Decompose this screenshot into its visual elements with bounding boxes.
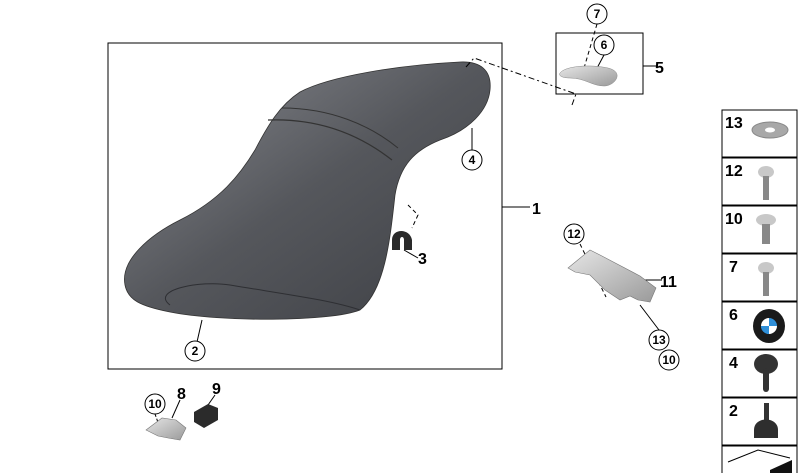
- pad-image: [194, 404, 218, 428]
- small-bracket-image: [145, 417, 187, 441]
- svg-text:6: 6: [729, 307, 738, 324]
- emblem-holder-image: [559, 65, 618, 87]
- callout-1[interactable]: 1: [532, 201, 541, 218]
- callout-7[interactable]: 7: [586, 3, 608, 25]
- part-tile-7[interactable]: 7: [721, 253, 798, 302]
- svg-text:10: 10: [725, 211, 743, 228]
- bmw-badge-icon: [753, 309, 785, 343]
- callout-12[interactable]: 12: [563, 223, 585, 245]
- svg-text:4: 4: [469, 153, 476, 167]
- rubber-buffer-icon: [754, 403, 778, 438]
- bracket-image: [567, 249, 657, 303]
- svg-text:13: 13: [652, 333, 666, 347]
- seat-image: [124, 61, 491, 320]
- seat-assembly-frame: [107, 42, 503, 370]
- callout-10-left[interactable]: 10: [144, 393, 166, 415]
- svg-text:10: 10: [148, 397, 162, 411]
- callout-11[interactable]: 11: [660, 274, 677, 291]
- svg-text:2: 2: [192, 344, 199, 358]
- callout-6[interactable]: 6: [593, 34, 615, 56]
- svg-text:12: 12: [725, 163, 743, 180]
- part-tile-13[interactable]: 13: [721, 109, 798, 158]
- part-tile-12[interactable]: 12: [721, 157, 798, 206]
- callout-9[interactable]: 9: [212, 381, 221, 398]
- callout-13[interactable]: 13: [648, 329, 670, 351]
- svg-text:6: 6: [601, 38, 608, 52]
- svg-text:13: 13: [725, 115, 743, 132]
- part-tile-kit[interactable]: [721, 445, 798, 473]
- svg-text:7: 7: [594, 7, 601, 21]
- parts-column: 13 12 10 7 6: [721, 109, 798, 473]
- callout-5[interactable]: 5: [655, 60, 664, 77]
- emblem-kit-frame: [555, 32, 644, 95]
- screw-icon: [756, 214, 776, 244]
- svg-text:4: 4: [729, 355, 738, 372]
- callout-2[interactable]: 2: [184, 340, 206, 362]
- svg-text:2: 2: [729, 403, 738, 420]
- screw-icon: [758, 262, 774, 296]
- parts-kit-icon: [727, 449, 792, 473]
- screw-icon: [758, 166, 774, 200]
- clip-image: [392, 231, 412, 250]
- part-tile-2[interactable]: 2: [721, 397, 798, 446]
- part-tile-10[interactable]: 10: [721, 205, 798, 254]
- callout-3[interactable]: 3: [418, 251, 427, 268]
- callout-4[interactable]: 4: [461, 149, 483, 171]
- callout-10-right[interactable]: 10: [658, 349, 680, 371]
- svg-text:10: 10: [662, 353, 676, 367]
- svg-text:12: 12: [567, 227, 581, 241]
- svg-text:7: 7: [729, 259, 738, 276]
- rubber-buffer-icon: [754, 354, 778, 392]
- callout-8[interactable]: 8: [177, 386, 186, 403]
- part-tile-6[interactable]: 6: [721, 301, 798, 350]
- part-tile-4[interactable]: 4: [721, 349, 798, 398]
